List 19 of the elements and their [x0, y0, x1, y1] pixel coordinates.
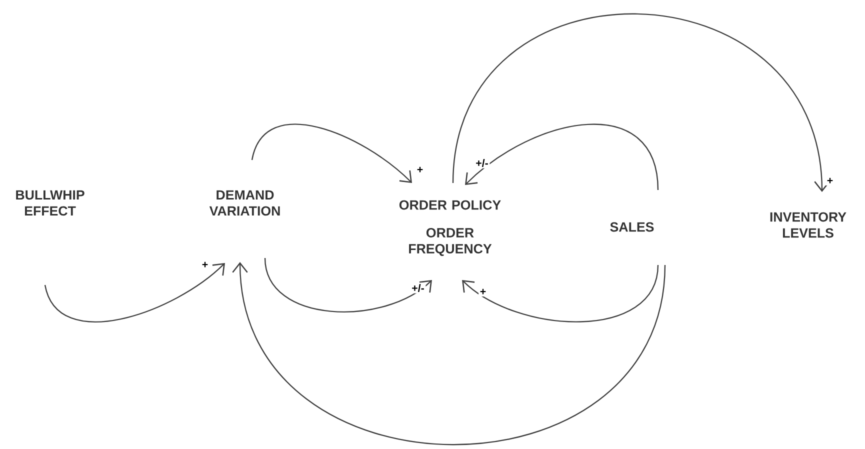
arrow: [462, 264, 659, 322]
variable-label: ORDER FREQUENCY: [409, 228, 492, 256]
arrow: [465, 124, 659, 190]
arrow: [232, 262, 666, 445]
polarity-sign: +/-: [410, 282, 426, 294]
polarity-sign: +: [478, 288, 488, 296]
arrow: [44, 262, 225, 322]
polarity-sign: +: [826, 176, 834, 186]
variable-label: ORDER POLICY: [399, 200, 501, 210]
polarity-sign: +: [416, 166, 424, 174]
arrow: [264, 258, 432, 312]
arrow: [251, 124, 412, 183]
polarity-sign: +/-: [474, 158, 490, 168]
variable-label: BULLWHIP EFFECT: [16, 190, 84, 216]
variable-label: SALES: [610, 222, 654, 232]
polarity-sign: +: [200, 260, 210, 270]
arrow: [452, 13, 830, 192]
variable-label: INVENTORY LEVELS: [770, 212, 846, 238]
variable-label: DEMAND VARIATION: [209, 190, 280, 216]
